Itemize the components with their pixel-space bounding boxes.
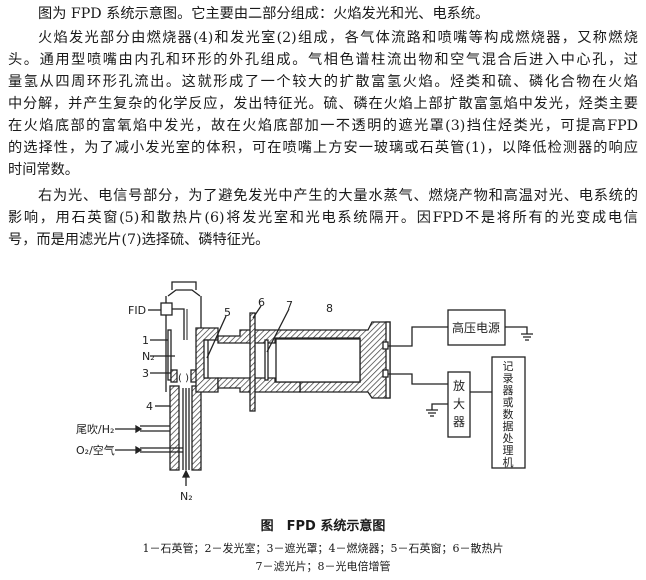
quartz-tube xyxy=(167,329,172,381)
text-line: 号，而是用滤光片(7)选择硫、磷特征光。 xyxy=(8,232,270,248)
wire-hv xyxy=(388,326,448,347)
amplifier-label: 放 大 器 xyxy=(453,378,465,429)
text-line: 右为光、电信号部分，为了避免发光中产生的大量水蒸气、燃烧产物和高温对光、电系统的 xyxy=(38,188,638,204)
figure-legend-line-1: 1－石英管；2－发光室；3－遮光罩；4－燃烧器；5－石英窗；6－散热片 xyxy=(142,542,504,555)
paragraph-intro: 图为 FPD 系统示意图。它主要由二部分组成：火焰发光和光、电系统。 xyxy=(8,3,638,25)
quartz-window xyxy=(203,339,209,379)
hv-power-label: 高压电源 xyxy=(452,320,500,335)
text-line: 时间常数。 xyxy=(8,162,79,178)
paragraph-flame: 火焰发光部分由燃烧器(4)和发光室(2)组成，各气体流路和喷嘴等构成燃烧器，又称… xyxy=(8,27,638,181)
figure-title: 图 FPD 系统示意图 xyxy=(260,519,386,534)
ground-icon xyxy=(521,333,533,341)
text-line: 在火焰底部的富氧焰中发光，故在火焰底部加一不透明的遮光罩(3)挡住烃类光，可提高… xyxy=(8,118,638,134)
text-line: 头。通用型喷嘴由内孔和环形的外孔组成。气相色谱柱流出物和空气混合后进入中心孔，过 xyxy=(8,52,638,68)
heat-sink xyxy=(249,312,256,412)
wire-signal xyxy=(388,373,448,385)
label-5: 5 xyxy=(224,306,231,319)
ground-icon xyxy=(426,409,438,417)
recorder-char: 机 xyxy=(503,455,514,469)
chamber-cap xyxy=(167,281,201,297)
light-shield xyxy=(170,369,178,383)
label-fid: FID xyxy=(128,304,146,317)
figure-legend-line-2: 7－滤光片；8－光电倍增管 xyxy=(255,560,391,573)
text-line: 图为 FPD 系统示意图。它主要由二部分组成：火焰发光和光、电系统。 xyxy=(38,6,490,22)
amplifier-box xyxy=(447,371,471,438)
text-line: 量氢从四周环形孔流出。这就形成了一个较大的扩散富氢火焰。烃类和硫、磷化合物在火焰 xyxy=(8,74,638,90)
recorder-char: 处 xyxy=(503,432,514,445)
recorder-box xyxy=(491,356,526,469)
label-8: 8 xyxy=(326,302,333,315)
recorder-label: 记 录 器 或 数 据 处 理 机 xyxy=(503,360,514,469)
label-tail-h2: 尾吹/H₂ xyxy=(76,423,114,436)
label-6: 6 xyxy=(258,296,265,309)
label-o2-air: O₂/空气 xyxy=(76,443,115,457)
text-line: 火焰发光部分由燃烧器(4)和发光室(2)组成，各气体流路和喷嘴等构成燃烧器，又称… xyxy=(38,30,638,46)
label-2: N₂ xyxy=(142,350,155,363)
fid-connector xyxy=(160,302,173,316)
hv-power-box xyxy=(447,309,506,346)
burner xyxy=(169,385,180,471)
text-line: 中分解，并产生复杂的化学反应，发出特征光。硫、磷在火焰上部扩散富氢焰中发光，烃类… xyxy=(8,96,638,112)
recorder-char: 数 xyxy=(503,408,514,421)
recorder-char: 理 xyxy=(503,444,514,457)
filter xyxy=(264,339,269,381)
recorder-char: 器 xyxy=(503,384,514,397)
recorder-char: 据 xyxy=(503,419,514,433)
text-line: 的选择性，为了减小发光室的体积，可在喷嘴上方安一玻璃或石英管(1)，以降低检测器… xyxy=(8,140,638,156)
label-n2: N₂ xyxy=(180,490,193,503)
recorder-char: 录 xyxy=(503,372,514,385)
detector-housing xyxy=(217,321,391,399)
label-3: 3 xyxy=(142,367,149,380)
amplifier-char: 放 xyxy=(453,378,465,393)
amplifier-char: 大 xyxy=(453,397,465,411)
label-4: 4 xyxy=(146,400,153,413)
label-1: 1 xyxy=(142,334,149,347)
label-7: 7 xyxy=(286,299,293,312)
svg-text:( ): ( ) xyxy=(178,373,189,384)
recorder-char: 或 xyxy=(503,396,514,409)
recorder-char: 记 xyxy=(503,360,514,373)
text-line: 影响，用石英窗(5)和散热片(6)将发光室和光电系统隔开。因FPD不是将所有的光… xyxy=(8,210,638,226)
amplifier-char: 器 xyxy=(453,415,465,429)
photomultiplier xyxy=(275,338,361,383)
paragraph-optics: 右为光、电信号部分，为了避免发光中产生的大量水蒸气、燃烧产物和高温对光、电系统的… xyxy=(8,185,638,251)
